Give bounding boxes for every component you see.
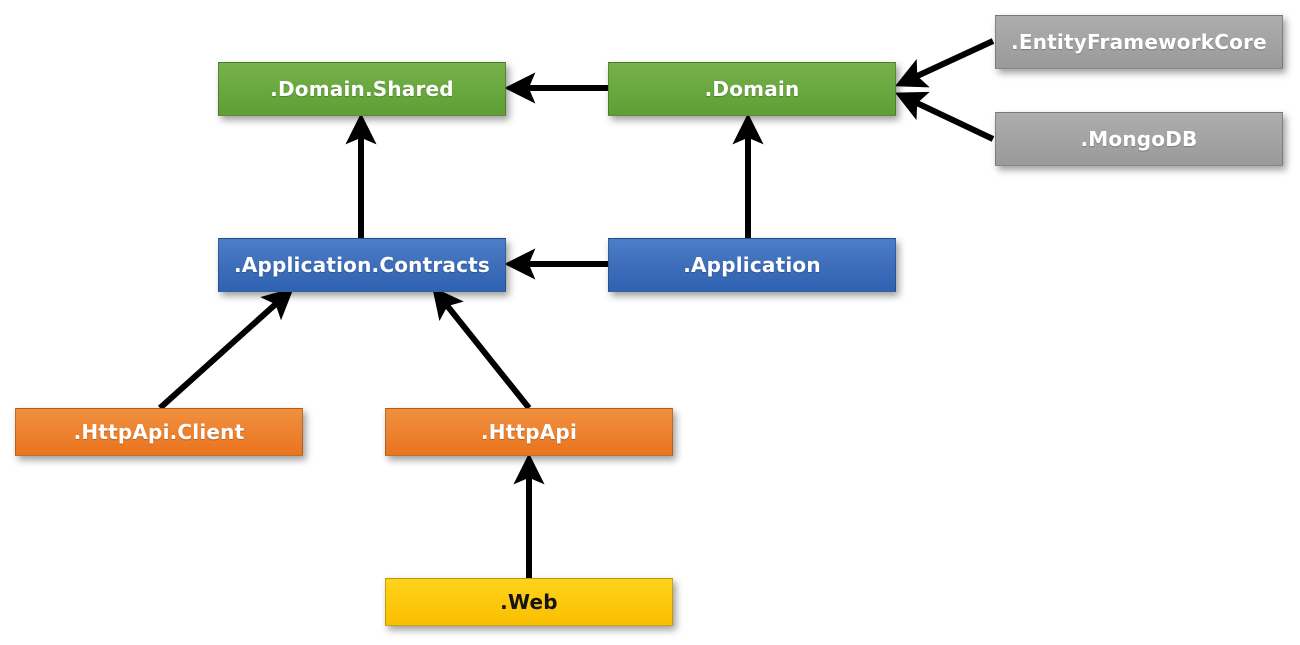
module-node-label: .MongoDB	[1080, 127, 1198, 151]
module-node-label: .EntityFrameworkCore	[1011, 30, 1267, 54]
module-node-label: .Application.Contracts	[233, 253, 491, 277]
dependency-arrow-httpapi-to-application-contracts	[432, 286, 532, 410]
module-node-label: .Domain	[704, 77, 800, 101]
module-node-entity-framework-core[interactable]: .EntityFrameworkCore	[995, 15, 1283, 69]
module-node-mongodb[interactable]: .MongoDB	[995, 112, 1283, 166]
dependency-arrow-mongodb-to-domain	[894, 91, 995, 142]
module-node-httpapi[interactable]: .HttpApi	[385, 408, 673, 456]
module-node-label: .Application	[683, 253, 821, 277]
module-node-label: .Domain.Shared	[270, 77, 454, 101]
module-node-application[interactable]: .Application	[608, 238, 896, 292]
dependency-arrow-entityframeworkcore-to-domain	[894, 38, 995, 88]
module-node-label: .HttpApi.Client	[73, 420, 245, 444]
module-node-label: .HttpApi	[480, 420, 578, 444]
dependency-arrow-httpapi-client-to-application-contracts	[157, 287, 294, 411]
module-node-label: .Web	[500, 590, 558, 614]
module-node-domain[interactable]: .Domain	[608, 62, 896, 116]
module-node-web[interactable]: .Web	[385, 578, 673, 626]
module-node-httpapi-client[interactable]: .HttpApi.Client	[15, 408, 303, 456]
module-node-domain-shared[interactable]: .Domain.Shared	[218, 62, 506, 116]
dependency-edges	[157, 38, 995, 578]
module-node-application-contracts[interactable]: .Application.Contracts	[218, 238, 506, 292]
